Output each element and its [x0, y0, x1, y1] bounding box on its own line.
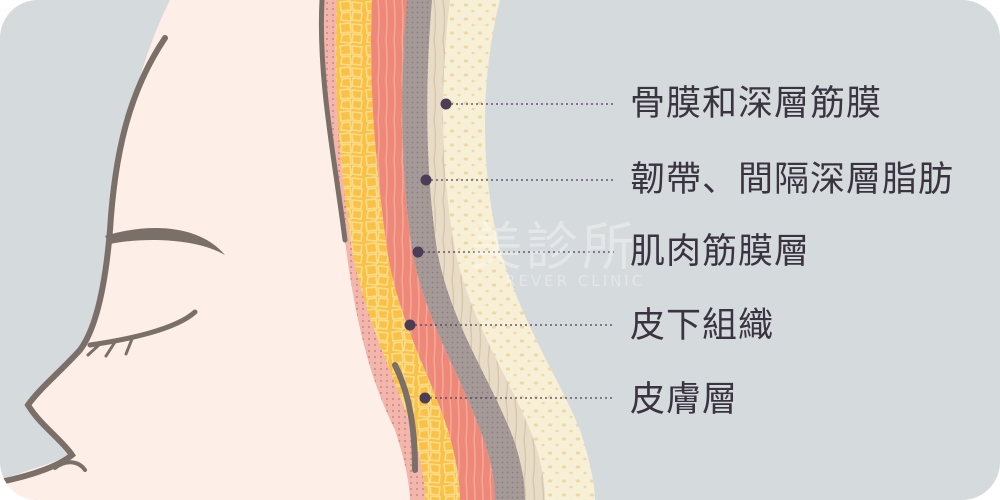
closed-eye — [87, 309, 198, 348]
leader-dot-skin — [419, 392, 431, 404]
cheek-outline — [392, 362, 418, 473]
watermark-main: 美診所 — [470, 218, 639, 278]
leader-lines — [410, 103, 614, 399]
label-muscle: 肌肉筋膜層 — [630, 232, 811, 272]
eyebrow — [105, 227, 225, 255]
face-skin — [0, 0, 410, 500]
label-subcutaneous: 皮下組織 — [630, 306, 775, 346]
label-periosteum: 骨膜和深層筋膜 — [630, 84, 883, 124]
eyelashes — [86, 337, 134, 358]
nostril — [53, 460, 87, 472]
leader-dot-subcutaneous — [404, 319, 416, 331]
layer-inner-outline — [318, 0, 348, 243]
face-profile-outline — [0, 35, 168, 485]
leader-dots — [404, 98, 452, 404]
label-skin: 皮膚層 — [630, 380, 739, 420]
leader-dot-ligament — [420, 174, 432, 186]
leader-dot-muscle — [412, 246, 424, 258]
label-ligament: 韌帶、間隔深層脂肪 — [630, 160, 955, 200]
watermark-sub: REVER CLINIC — [505, 272, 646, 290]
leader-dot-periosteum — [440, 98, 452, 110]
